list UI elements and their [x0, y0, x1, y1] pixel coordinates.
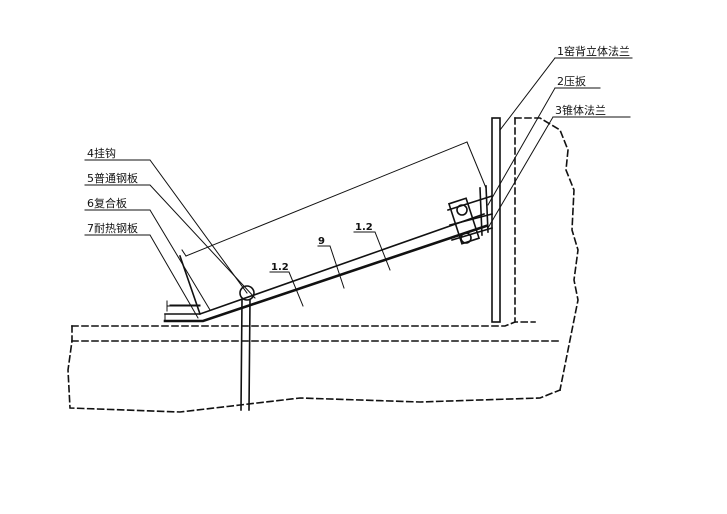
leader-7	[84, 234, 199, 319]
pressure-plate	[446, 185, 494, 245]
hook-ring-icon	[239, 285, 255, 301]
cone-plates	[163, 212, 488, 323]
pressure-plate-lines	[446, 194, 494, 241]
thickness-marks: 1.2 9 1.2	[269, 222, 391, 307]
kiln-left-bottom	[67, 325, 562, 413]
dim-extension	[181, 141, 487, 257]
left-leaders	[84, 159, 256, 319]
leader-3	[487, 116, 631, 229]
dim-main-line	[185, 141, 468, 257]
mark-1-leader	[269, 271, 304, 307]
leader-5	[84, 184, 256, 299]
label-normal-steel: 5普通钢板	[87, 171, 138, 185]
plate-outer	[164, 212, 486, 315]
label-pressure-plate: 2压扳	[557, 74, 586, 88]
hook-rod	[240, 299, 251, 411]
kiln-right-edge	[514, 117, 579, 391]
plate-inner	[163, 224, 488, 323]
dim-label-1: 1.2	[271, 262, 289, 273]
label-kiln-back-flange: 1窑背立体法兰	[557, 44, 630, 58]
label-cone-flange: 3锥体法兰	[555, 103, 606, 117]
flange-plate	[491, 117, 501, 323]
kiln-upper-line	[71, 321, 536, 327]
bolt-nut-icon	[460, 232, 472, 244]
label-hook: 4挂钩	[87, 146, 116, 160]
leader-6	[84, 209, 211, 311]
cone-flange-edge	[479, 185, 489, 236]
right-leaders	[487, 57, 633, 229]
leader-4	[84, 159, 248, 294]
label-composite-plate: 6复合板	[87, 196, 127, 210]
label-heat-resistant-steel: 7耐热钢板	[87, 221, 138, 235]
mark-3-leader	[353, 231, 391, 271]
dimension-line	[166, 141, 487, 312]
dim-label-2: 9	[318, 236, 325, 247]
leader-2	[487, 87, 601, 206]
leader-1	[499, 57, 633, 131]
dim-label-3: 1.2	[355, 222, 373, 233]
dim-small	[166, 300, 201, 312]
kiln-back-flange	[491, 117, 501, 323]
mark-2-leader	[317, 245, 345, 289]
bolt-head-icon	[456, 204, 468, 216]
kiln-outline	[67, 117, 579, 413]
hook	[239, 285, 255, 411]
